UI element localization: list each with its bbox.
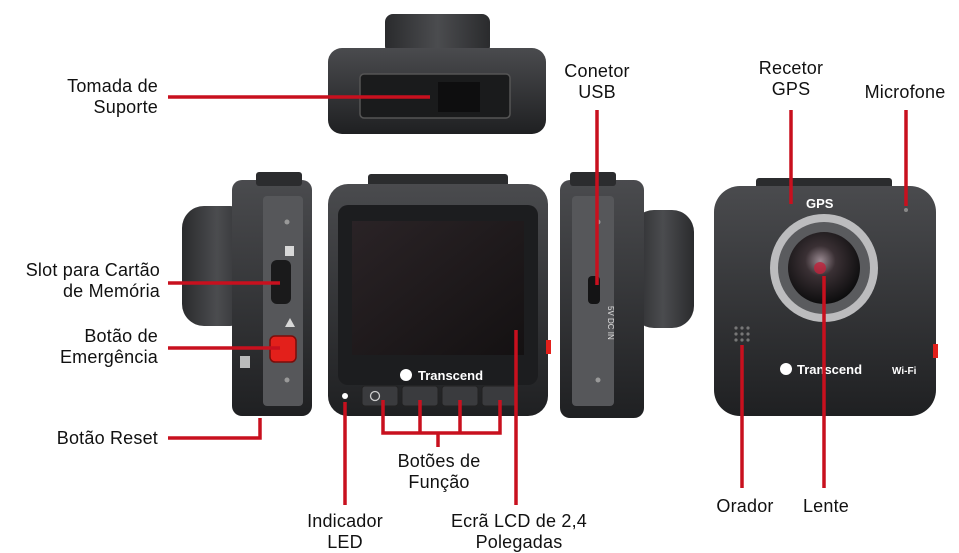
transcend-logo-icon xyxy=(400,369,412,381)
rear-brand-text: Transcend xyxy=(418,368,483,383)
lens-front-view: GPS Transcend Wi-Fi xyxy=(714,178,938,416)
front-view-red-tab xyxy=(933,344,938,358)
label-lcd-screen: Ecrã LCD de 2,4 Polegadas xyxy=(450,511,588,552)
right-view-mount xyxy=(570,172,616,186)
memory-card-icon xyxy=(285,246,294,256)
top-view xyxy=(328,14,546,134)
led-indicator xyxy=(342,393,348,399)
label-lens: Lente xyxy=(802,496,850,516)
lens-center xyxy=(814,262,826,274)
speaker-grille xyxy=(734,326,750,342)
screw-icon xyxy=(284,377,290,383)
rear-view-red-tab xyxy=(546,340,551,354)
front-brand-text: Transcend xyxy=(797,362,862,377)
label-led-indicator: Indicador LED xyxy=(307,511,383,552)
screw-icon xyxy=(284,219,290,225)
rear-lcd-view: Transcend xyxy=(328,174,551,416)
label-usb-connector: Conetor USB xyxy=(564,61,630,102)
gps-text: GPS xyxy=(806,196,834,211)
power-icon xyxy=(369,390,381,402)
label-mount-socket: Tomada de Suporte xyxy=(67,76,158,117)
label-reset-button: Botão Reset xyxy=(56,428,158,448)
label-microphone: Microfone xyxy=(864,82,946,102)
leader-function-buttons xyxy=(381,400,502,435)
left-view-mount xyxy=(256,172,302,186)
warning-triangle-icon xyxy=(285,318,295,327)
lock-icon xyxy=(240,356,250,368)
label-speaker: Orador xyxy=(716,496,774,516)
right-side-view: 5V DC IN xyxy=(560,172,694,418)
mount-socket-slot xyxy=(438,82,480,112)
label-memory-card-slot: Slot para Cartão de Memória xyxy=(25,260,160,301)
leader-lines xyxy=(168,95,908,505)
label-emergency-button: Botão de Emergência xyxy=(59,326,158,367)
memory-card-slot xyxy=(271,260,291,304)
leader-reset-button xyxy=(168,418,262,440)
dc-in-text: 5V DC IN xyxy=(606,306,615,340)
microphone-hole xyxy=(904,208,908,212)
label-gps-receiver: Recetor GPS xyxy=(758,58,824,99)
screw-icon xyxy=(595,377,601,383)
right-view-lens-barrel xyxy=(632,210,694,328)
lcd-screen xyxy=(352,221,524,355)
top-view-lens-barrel xyxy=(385,14,490,54)
label-function-buttons: Botões de Função xyxy=(397,451,481,492)
wifi-text: Wi-Fi xyxy=(892,366,917,377)
transcend-logo-icon xyxy=(780,363,792,375)
left-side-view xyxy=(182,172,312,416)
